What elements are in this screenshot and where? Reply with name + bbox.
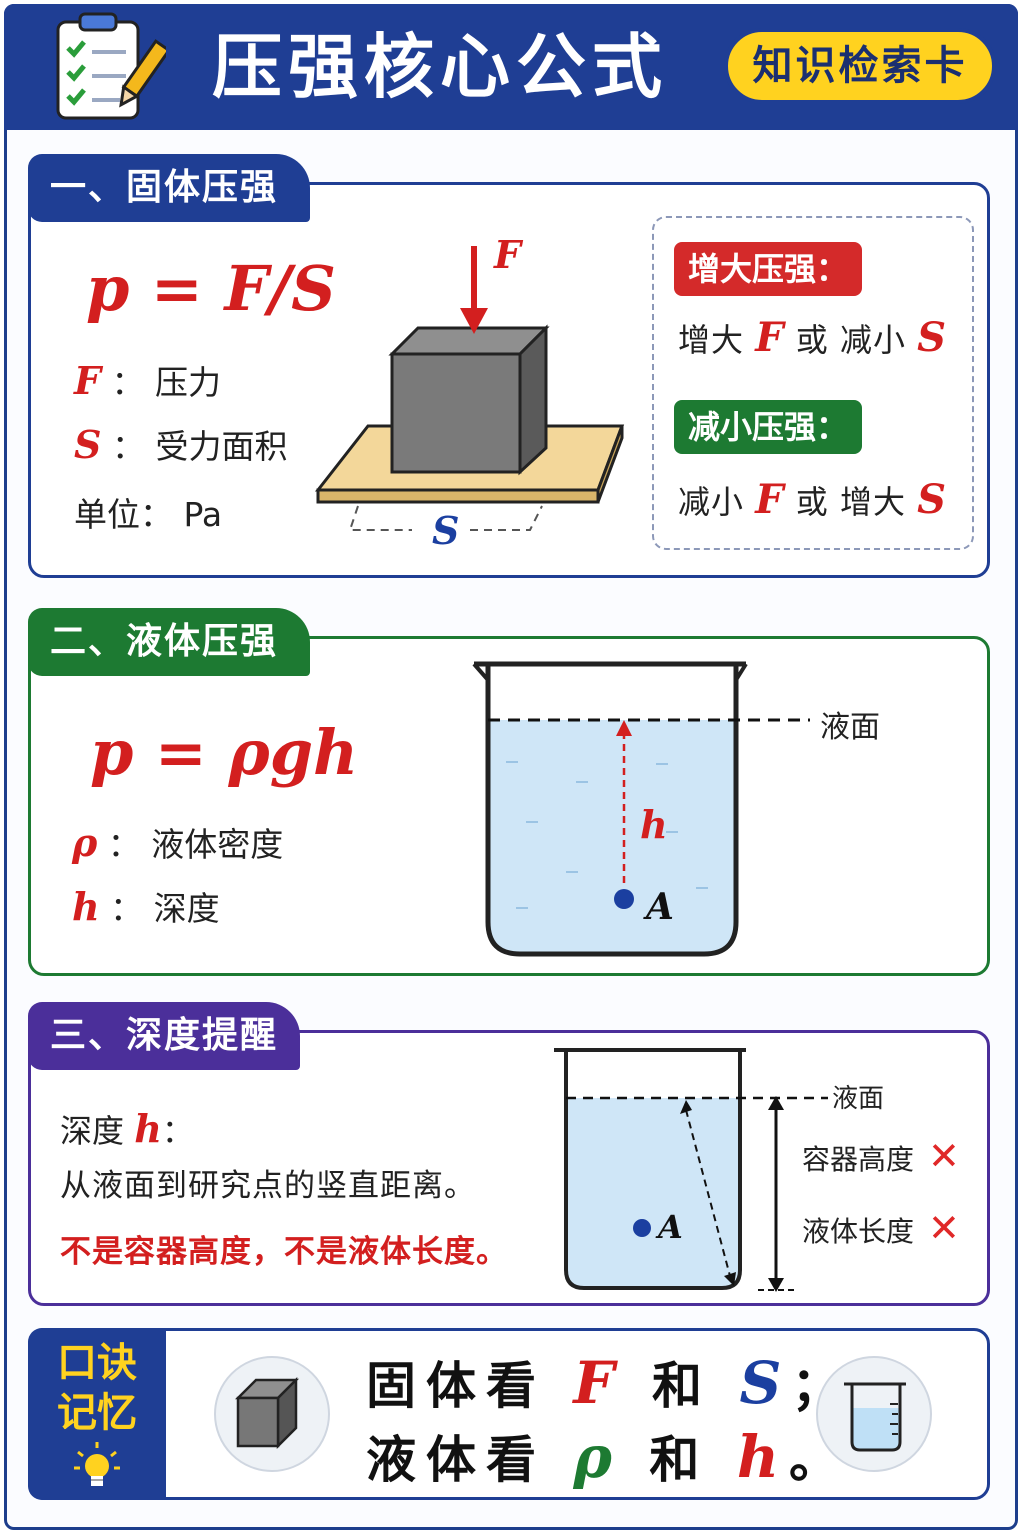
- pressure-tips-box: [652, 216, 974, 550]
- cube-icon-circle: [214, 1356, 330, 1472]
- symbol-s: S: [739, 1349, 792, 1417]
- beaker-depth-figure: [472, 661, 810, 957]
- liquid-surface-label: 液面: [832, 1084, 885, 1114]
- symbol-f: F: [573, 1349, 625, 1417]
- symbol-s: S: [917, 314, 948, 361]
- def-text: 压力: [154, 363, 221, 402]
- depth-reminder-tab: 三、深度提醒: [28, 1002, 300, 1070]
- mnemo-text: 固体看: [366, 1357, 574, 1415]
- beaker-icon: [844, 1382, 906, 1452]
- mnemo-text: 液体看: [366, 1431, 574, 1489]
- depth-h-label: h: [640, 802, 668, 847]
- symbol-rho: ρ: [573, 1423, 622, 1491]
- point-a-label: A: [658, 1208, 683, 1246]
- checklist-icon: [56, 12, 166, 120]
- symbol-rho: ρ: [72, 820, 98, 865]
- def-text: 受力面积: [155, 427, 288, 466]
- beaker-wrong-depth-figure: [554, 1048, 828, 1292]
- rule-text: 增大: [678, 321, 756, 359]
- solid-pressure-formula: p = F/S: [86, 252, 336, 325]
- depth-heading: 深度 h：: [60, 1106, 194, 1152]
- liquid-surface-label: 液面: [820, 710, 880, 745]
- point-a-label: A: [646, 886, 674, 928]
- knowledge-card-badge: 知识检索卡: [724, 28, 996, 104]
- symbol-h: h: [736, 1423, 789, 1491]
- beaker-icon-circle: [816, 1356, 932, 1472]
- block-on-board-figure: [314, 246, 625, 531]
- depth-definition: 从液面到研究点的竖直距离。: [60, 1168, 476, 1204]
- rule-text: 或 减小: [784, 321, 918, 359]
- area-label: S: [432, 508, 460, 553]
- cube-icon: [234, 1376, 300, 1450]
- mnemo-text: 和: [624, 1357, 740, 1415]
- solid-pressure-tab: 一、固体压强: [28, 154, 310, 222]
- def-sep: ：: [111, 363, 145, 402]
- rule-text: 减小: [678, 483, 756, 521]
- depth-prefix: 深度: [60, 1112, 135, 1150]
- liquid-pressure-formula: p = ρgh: [90, 716, 359, 789]
- unit-label: 单位： Pa: [74, 495, 223, 534]
- page-title: 压强核心公式: [212, 26, 668, 108]
- def-density: ρ ： 液体密度: [72, 818, 283, 866]
- increase-pressure-rule: 增大 F 或 减小 S: [678, 314, 947, 361]
- wrong-container-height: 容器高度 ✕: [802, 1134, 960, 1178]
- symbol-f: F: [74, 358, 101, 403]
- mnemonic-title: 口诀 记忆: [28, 1338, 166, 1438]
- def-text: 深度: [153, 889, 220, 928]
- symbol-h: h: [72, 884, 100, 929]
- symbol-s: S: [917, 476, 948, 523]
- mnemonic-line-liquid: 液体看 ρ 和 h。: [366, 1420, 849, 1492]
- wrong-label-text: 液体长度: [802, 1215, 915, 1248]
- increase-pressure-pill: 增大压强：: [674, 242, 863, 296]
- liquid-pressure-tab: 二、液体压强: [28, 608, 310, 676]
- cross-icon: ✕: [928, 1134, 960, 1178]
- wrong-label-text: 容器高度: [802, 1143, 915, 1176]
- lightbulb-icon: [74, 1442, 120, 1486]
- rule-text: 或 增大: [784, 483, 918, 521]
- depth-warning: 不是容器高度，不是液体长度。: [60, 1234, 508, 1270]
- force-arrow-label: F: [494, 232, 521, 277]
- mnemonic-title-line: 口诀: [57, 1340, 137, 1386]
- def-area: S ： 受力面积: [74, 420, 287, 468]
- def-sep: ：: [107, 825, 141, 864]
- def-force: F ： 压力: [74, 356, 221, 404]
- mnemonic-title-line: 记忆: [57, 1390, 137, 1436]
- depth-reminder-card: [28, 1030, 990, 1306]
- symbol-f: F: [755, 314, 785, 361]
- def-sep: ：: [111, 427, 145, 466]
- def-depth: h ： 深度: [72, 882, 220, 930]
- def-text: 液体密度: [151, 825, 284, 864]
- wrong-liquid-length: 液体长度 ✕: [802, 1206, 960, 1250]
- cross-icon: ✕: [928, 1206, 960, 1250]
- mnemonic-side-panel: 口诀 记忆: [28, 1328, 166, 1500]
- depth-suffix: ：: [161, 1112, 194, 1150]
- mnemo-text: 和: [622, 1431, 737, 1489]
- def-sep: ：: [110, 889, 144, 928]
- decrease-pressure-rule: 减小 F 或 增大 S: [678, 476, 947, 523]
- decrease-pressure-pill: 减小压强：: [674, 400, 863, 454]
- symbol-h: h: [134, 1106, 162, 1151]
- symbol-s: S: [74, 422, 102, 467]
- symbol-f: F: [755, 476, 785, 523]
- mnemonic-line-solid: 固体看 F 和 S；: [366, 1346, 851, 1418]
